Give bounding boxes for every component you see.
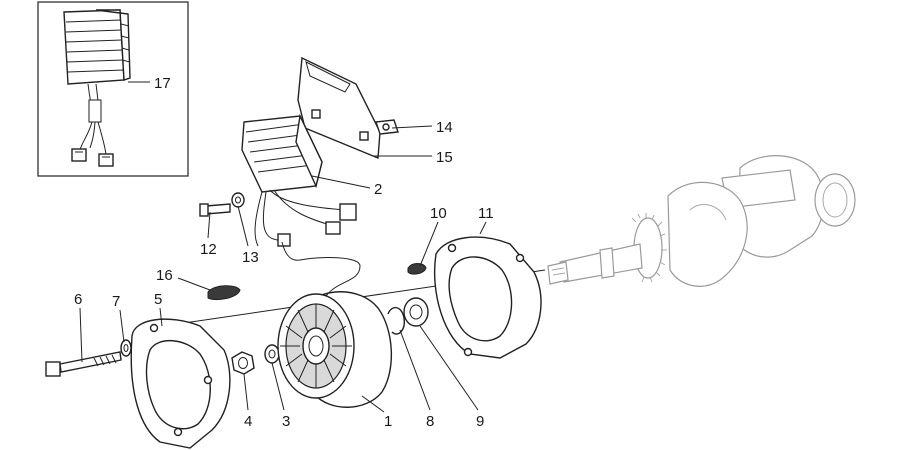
part-7-washer [120, 339, 132, 357]
callout-10: 10 [430, 205, 447, 222]
part-10-small-key [407, 263, 427, 275]
part-13-washer [231, 192, 245, 208]
part-8-circlip [387, 307, 406, 335]
callout-9: 9 [476, 413, 484, 430]
part-11-housing [433, 236, 542, 359]
callout-17: 17 [154, 75, 171, 92]
part-2-voltage-regulator [241, 113, 357, 247]
callout-7: 7 [112, 293, 120, 310]
callout-16: 16 [156, 267, 173, 284]
callout-3: 3 [282, 413, 290, 430]
part-4-nut [231, 351, 255, 375]
callout-4: 4 [244, 413, 252, 430]
callout-14: 14 [436, 119, 453, 136]
part-17-regulator-inset [63, 9, 131, 167]
callout-15: 15 [436, 149, 453, 166]
callout-11: 11 [478, 205, 494, 222]
callout-2: 2 [374, 181, 382, 198]
part-15-bracket-plate [297, 56, 381, 160]
part-5-cover [130, 318, 231, 449]
part-9-bushing [403, 297, 429, 327]
callout-5: 5 [154, 291, 162, 308]
callout-8: 8 [426, 413, 434, 430]
part-6-long-bolt [45, 351, 122, 377]
callout-12: 12 [200, 241, 217, 258]
callout-13: 13 [242, 249, 259, 266]
callout-labels: 17 14 15 2 12 13 16 6 7 5 4 3 1 8 9 10 1… [74, 75, 494, 430]
part-14-clip [375, 119, 399, 135]
part-12-bolt [199, 203, 231, 217]
leader-lines [79, 81, 487, 413]
part-1-stator [277, 241, 392, 408]
crankshaft-ghost [547, 155, 856, 287]
part-3-washer [264, 344, 280, 364]
callout-6: 6 [74, 291, 82, 308]
part-16-key [207, 285, 241, 301]
callout-1: 1 [384, 413, 392, 430]
